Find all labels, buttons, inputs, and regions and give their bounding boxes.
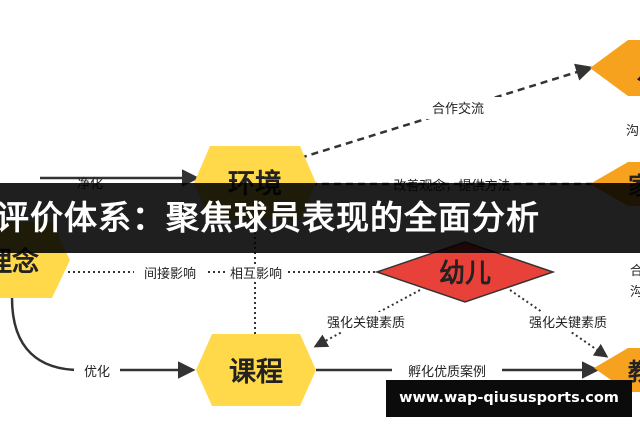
side-text-mid1: 合 — [630, 264, 640, 279]
title-banner: 评价体系：聚焦球员表现的全面分析 — [0, 183, 640, 253]
node-kindergarten-label: 幼儿 — [439, 259, 491, 289]
label-strengthen-right: 强化关键素质 — [529, 316, 607, 331]
node-curriculum — [196, 334, 316, 406]
label-incubate: 孵化优质案例 — [408, 365, 486, 380]
edge-optimize — [10, 297, 196, 379]
label-mutual: 相互影响 — [230, 266, 282, 282]
label-optimize: 优化 — [84, 365, 110, 380]
node-top-right — [590, 40, 640, 96]
side-text-top: 沟 — [626, 124, 639, 139]
watermark: www.wap-qiususports.com — [386, 380, 632, 417]
node-curriculum-label: 课程 — [229, 357, 283, 388]
edge-cooperate — [299, 63, 594, 160]
node-top-right-label: ル — [636, 57, 640, 87]
label-indirect: 间接影响 — [144, 266, 196, 282]
node-bottom-right-label: 教 — [628, 358, 640, 386]
label-strengthen-left: 强化关键素质 — [327, 316, 405, 331]
banner-title: 评价体系：聚焦球员表现的全面分析 — [0, 198, 540, 237]
label-cooperate: 合作交流 — [432, 101, 484, 117]
side-text-mid2: 沟 — [630, 285, 640, 300]
